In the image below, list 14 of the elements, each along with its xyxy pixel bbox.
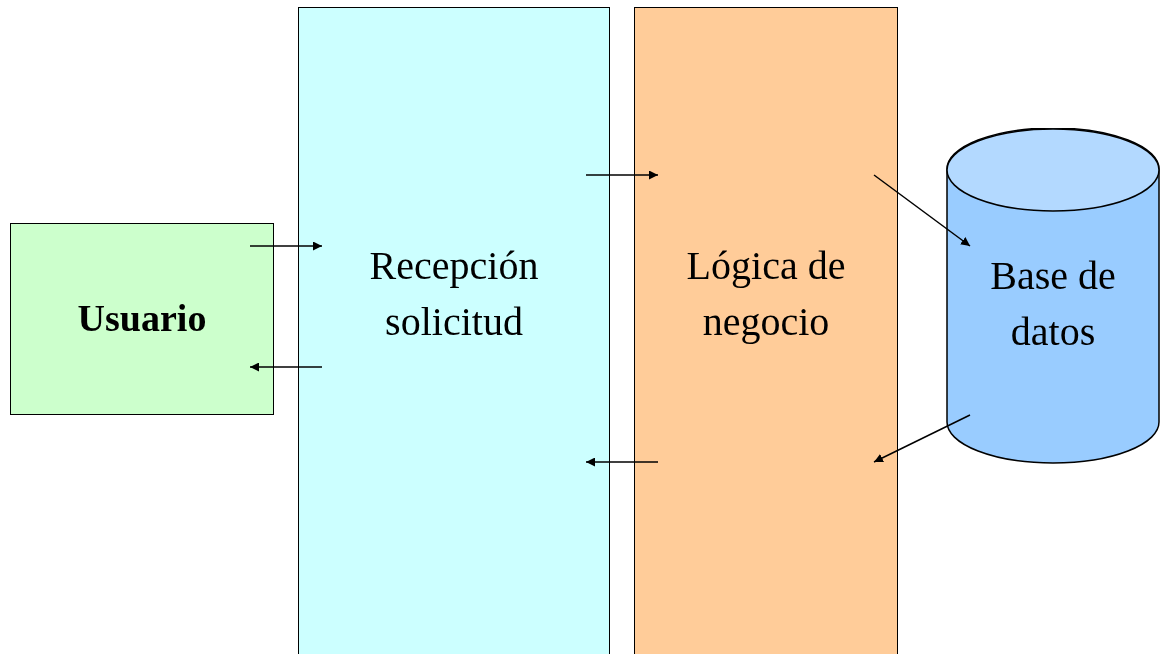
arrow <box>585 457 659 467</box>
node-label: Recepción solicitud <box>368 242 540 346</box>
arrow <box>249 241 323 251</box>
process-box <box>298 7 610 654</box>
database-cylinder <box>946 128 1160 464</box>
node-label: Base de datos <box>989 252 1117 356</box>
process-box <box>634 7 898 654</box>
process-box <box>10 223 274 415</box>
arrow <box>249 362 323 372</box>
arrow <box>585 170 659 180</box>
node-label: Usuario <box>76 296 208 342</box>
node-label: Lógica de negocio <box>686 242 846 346</box>
arrow <box>873 414 971 463</box>
arrow <box>873 174 971 247</box>
